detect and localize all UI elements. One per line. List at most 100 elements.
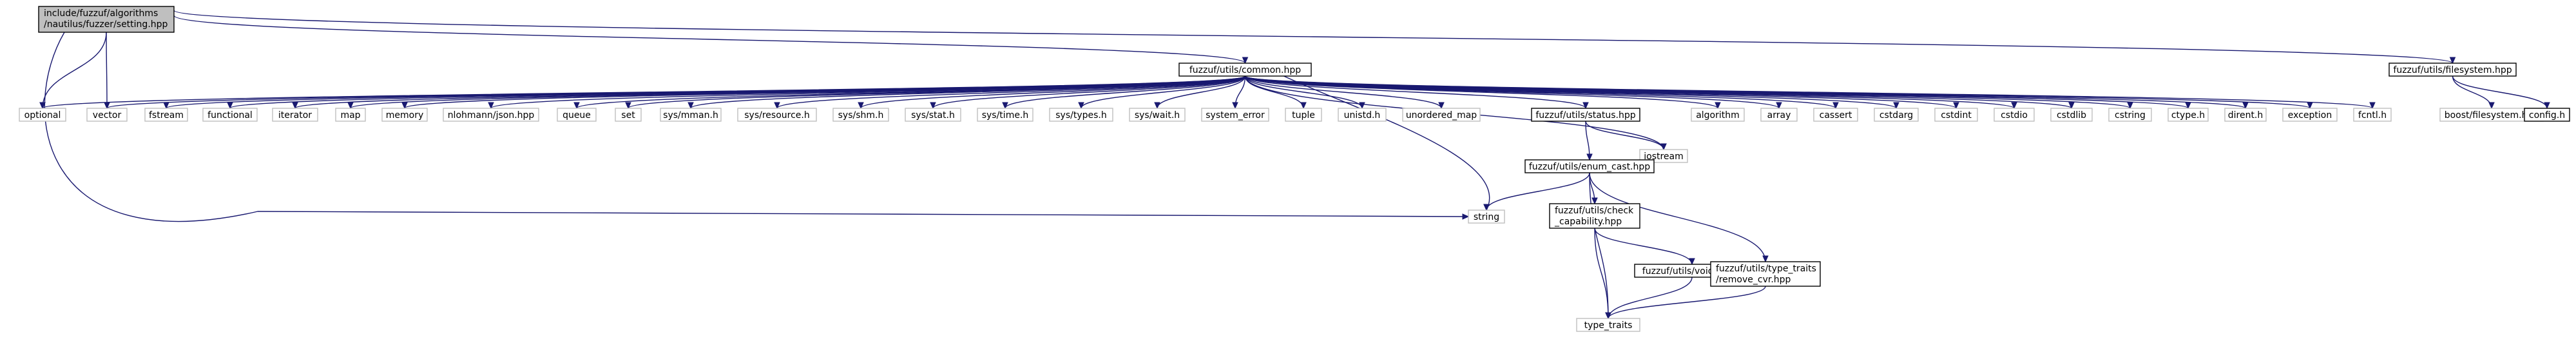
arrowhead-common-to-cstdarg (1893, 102, 1899, 110)
node-label: sys/time.h (982, 110, 1029, 121)
node-box (2282, 108, 2338, 122)
node-box (1934, 108, 1978, 122)
node-box (1710, 261, 1821, 287)
node-box (86, 108, 128, 122)
node-label: vector (93, 110, 122, 121)
node-box (1178, 63, 1312, 77)
arrowhead-common-to-map (347, 102, 354, 110)
node-box (1531, 108, 1640, 122)
node-label: sys/mman.h (663, 110, 718, 121)
node-iostream: iostream (1639, 149, 1688, 163)
arrowhead-common-to-exception (2307, 102, 2313, 110)
node-label: iterator (278, 110, 312, 121)
node-label: sys/types.h (1055, 110, 1106, 121)
node-box (443, 108, 539, 122)
node-check-cap[interactable]: fuzzuf/utils/check_capability.hpp (1549, 203, 1640, 229)
node-label: iostream (1644, 151, 1684, 162)
node-label: array (1767, 110, 1791, 121)
node-enum-cast[interactable]: fuzzuf/utils/enum_cast.hpp (1524, 159, 1655, 173)
edge-common-to-string (1283, 75, 1490, 211)
node-types: sys/types.h (1049, 108, 1113, 122)
node-json: nlohmann/json.hpp (443, 108, 539, 122)
node-label: dirent.h (2228, 110, 2264, 121)
arrowhead-common-to-functional (227, 102, 233, 110)
node-wait: sys/wait.h (1129, 108, 1186, 122)
node-label: nlohmann/json.hpp (448, 110, 535, 121)
node-remove-cvr[interactable]: fuzzuf/utils/type_traits/remove_cvr.hpp (1710, 261, 1821, 287)
node-label: fuzzuf/utils/status.hpp (1535, 110, 1635, 121)
node-box (1760, 108, 1798, 122)
arrowhead-status-to-enum_cast (1586, 153, 1593, 161)
node-box (615, 108, 642, 122)
node-label: queue (562, 110, 591, 121)
node-box (1576, 318, 1640, 332)
node-box (905, 108, 961, 122)
edge-setting-to-vector (106, 32, 108, 109)
arrowhead-common-to-system_error (1232, 102, 1238, 110)
arrowhead-setting-to-common (1242, 57, 1249, 64)
arrowhead-enum_cast-to-remove_cvr (1762, 255, 1769, 263)
node-box (38, 6, 175, 33)
arrowhead-common-to-fstream (163, 102, 169, 110)
node-label: cassert (1820, 110, 1852, 121)
node-box (19, 108, 66, 122)
node-algorithm: algorithm (1691, 108, 1745, 122)
node-label: sys/stat.h (911, 110, 955, 121)
node-label: map (340, 110, 360, 121)
arrowhead-common-to-tuple (1300, 102, 1307, 110)
arrowhead-common-to-memory (401, 102, 408, 110)
node-stat: sys/stat.h (905, 108, 961, 122)
arrowhead-common-to-shm (858, 102, 864, 110)
node-setting[interactable]: include/fuzzuf/algorithms/nautilus/fuzze… (38, 6, 175, 33)
node-label: cstdio (2001, 110, 2028, 121)
node-fcntl: fcntl.h (2353, 108, 2392, 122)
edge-common-to-wait (1157, 75, 1246, 109)
edge-common-to-fcntl (1244, 75, 2373, 109)
arrowhead-common-to-mman (687, 102, 694, 110)
node-box (1402, 108, 1481, 122)
node-cstdarg: cstdarg (1874, 108, 1919, 122)
edge-setting-to-filesystem (173, 10, 2454, 64)
node-mman: sys/mman.h (660, 108, 722, 122)
node-box (2224, 108, 2267, 122)
arrowhead-common-to-unordered_map (1438, 102, 1445, 110)
node-label: ctype.h (2171, 110, 2205, 121)
node-box (2389, 63, 2517, 77)
edge-common-to-resource (776, 75, 1246, 109)
node-label: memory (386, 110, 424, 121)
node-box (2353, 108, 2392, 122)
node-box (1338, 108, 1387, 122)
node-status[interactable]: fuzzuf/utils/status.hpp (1531, 108, 1640, 122)
arrowhead-common-to-types (1078, 102, 1084, 110)
node-set: set (615, 108, 642, 122)
node-queue: queue (557, 108, 597, 122)
edge-common-to-status (1244, 75, 1586, 109)
node-label: type_traits (1584, 320, 1633, 331)
node-label: cstring (2115, 110, 2146, 121)
node-config[interactable]: config.h (2524, 108, 2570, 122)
edge-common-to-map (350, 75, 1246, 109)
node-optional: optional (19, 108, 66, 122)
edge-check_cap-to-void_t (1594, 228, 1693, 265)
node-filesystem[interactable]: fuzzuf/utils/filesystem.hpp (2389, 63, 2517, 77)
node-label: exception (2288, 110, 2332, 121)
node-fstream: fstream (144, 108, 188, 122)
edge-enum_cast-to-remove_cvr (1589, 172, 1766, 262)
node-box (977, 108, 1033, 122)
edge-filesystem-to-config (2452, 75, 2548, 109)
arrowhead-common-to-queue (573, 102, 580, 110)
arrowhead-enum_cast-to-check_cap (1591, 197, 1598, 205)
arrowhead-common-to-cstdio (2011, 102, 2017, 110)
node-cassert: cassert (1813, 108, 1858, 122)
node-box (737, 108, 817, 122)
arrowhead-common-to-cstdlib (2068, 102, 2075, 110)
node-common[interactable]: fuzzuf/utils/common.hpp (1178, 63, 1312, 77)
node-unistd: unistd.h (1338, 108, 1387, 122)
node-label: algorithm (1696, 110, 1740, 121)
arrowhead-common-to-ctype (2185, 102, 2191, 110)
edge-common-to-cstdlib (1244, 75, 2072, 109)
node-box (832, 108, 889, 122)
node-label: fuzzuf/utils/common.hpp (1189, 65, 1301, 75)
node-cstdio: cstdio (1994, 108, 2035, 122)
node-unordered-map: unordered_map (1402, 108, 1481, 122)
